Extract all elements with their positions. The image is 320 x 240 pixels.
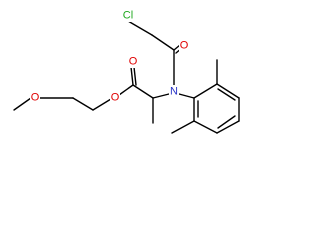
chemical-structure-drawing: Cl O N O O O	[13, 9, 240, 134]
bond-cl-ch2	[127, 20, 153, 36]
ester-oxygen-label: O	[111, 91, 120, 103]
ester-carbonyl-oxygen-atom: O	[128, 55, 138, 68]
ester-oxygen-atom: O	[110, 91, 120, 104]
ring-inner-bond-b	[217, 115, 236, 129]
nitrogen-label: N	[170, 85, 178, 97]
bond-ch2-carbonyl	[151, 34, 175, 51]
bond-ring-methyl-bottom	[171, 120, 195, 134]
atom-label-layer: Cl O N O O O	[30, 9, 189, 104]
bond-alpha-ester-c	[132, 84, 154, 99]
chlorine-label: Cl	[123, 9, 133, 21]
ketone-oxygen-atom: O	[179, 39, 189, 52]
bond-o-ch2a	[92, 98, 112, 111]
methoxy-oxygen-label: O	[31, 91, 40, 103]
ring-bond-4	[216, 120, 240, 134]
ring-bond-2	[216, 83, 240, 99]
bond-ester-c-o-2	[133, 66, 137, 86]
ring-bond-5	[193, 120, 218, 134]
ring-inner-bond-a	[217, 88, 236, 101]
ketone-oxygen-label: O	[180, 39, 189, 51]
bond-n-alpha	[152, 93, 170, 99]
bond-ch2a-ch2b	[72, 97, 94, 111]
bond-ester-c-o-1	[130, 66, 134, 86]
structure-canvas: Cl O N O O O	[13, 9, 240, 134]
bond-n-aryl	[178, 93, 195, 99]
nitrogen-atom: N	[169, 85, 179, 98]
ester-carbonyl-oxygen-label: O	[129, 55, 138, 67]
bond-layer	[13, 20, 240, 134]
bond-ester-c-o	[118, 84, 134, 96]
chlorine-atom: Cl	[121, 9, 135, 22]
methoxy-oxygen-atom: O	[30, 91, 40, 104]
bond-o-methyl	[13, 97, 32, 111]
ring-bond-1	[193, 83, 218, 99]
